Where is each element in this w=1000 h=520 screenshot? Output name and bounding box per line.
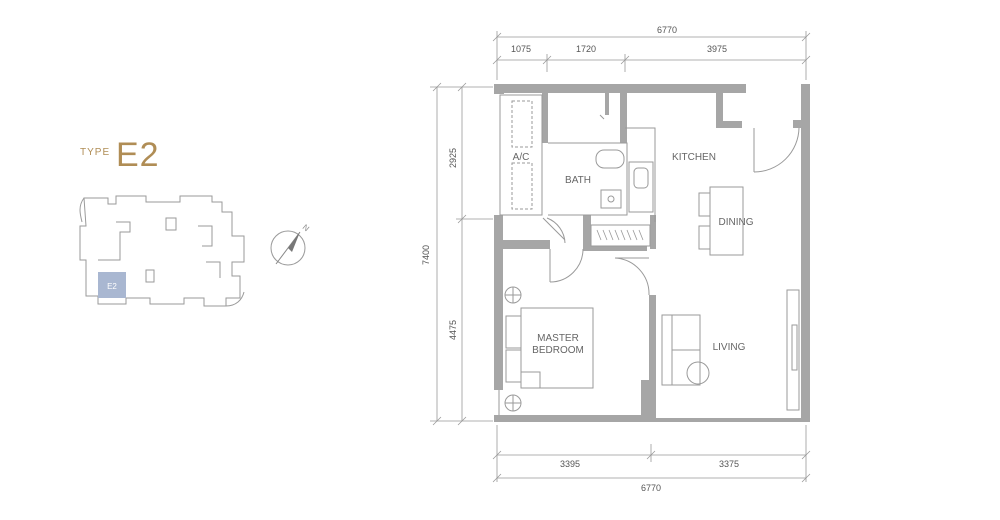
dim-left-seg-1: 2925 (448, 148, 458, 168)
dim-top-seg-3: 3975 (707, 44, 727, 54)
room-master-label-1: MASTER (537, 333, 579, 344)
room-bath-label: BATH (565, 175, 591, 186)
dim-top-seg-2: 1720 (576, 44, 596, 54)
dim-left-total: 7400 (421, 245, 431, 265)
key-plan-unit-highlight (98, 272, 126, 298)
north-arrow-icon (270, 230, 306, 266)
room-labels: A/C BATH KITCHEN DINING MASTER BEDROOM L… (513, 152, 754, 356)
room-ac-label: A/C (513, 152, 530, 163)
north-label: N (301, 223, 311, 234)
dim-bottom-seg-2: 3375 (719, 459, 739, 469)
key-plan (79, 195, 245, 307)
room-dining-label: DINING (719, 217, 754, 228)
type-prefix: TYPE (80, 147, 111, 158)
key-plan-unit-label: E2 (107, 282, 117, 291)
room-living-label: LIVING (713, 342, 746, 353)
dimension-labels: 6770 1075 1720 3975 3395 3375 6770 7400 … (421, 25, 739, 493)
dim-bottom-total: 6770 (641, 483, 661, 493)
room-master-label-2: BEDROOM (532, 345, 584, 356)
interior-lines (498, 94, 800, 422)
dim-left-seg-2: 4475 (448, 320, 458, 340)
type-code: E2 (116, 136, 160, 174)
dim-bottom-seg-1: 3395 (560, 459, 580, 469)
dim-top-total: 6770 (657, 25, 677, 35)
walls (494, 84, 810, 422)
room-kitchen-label: KITCHEN (672, 152, 716, 163)
dimension-lines (430, 31, 811, 483)
dim-top-seg-1: 1075 (511, 44, 531, 54)
